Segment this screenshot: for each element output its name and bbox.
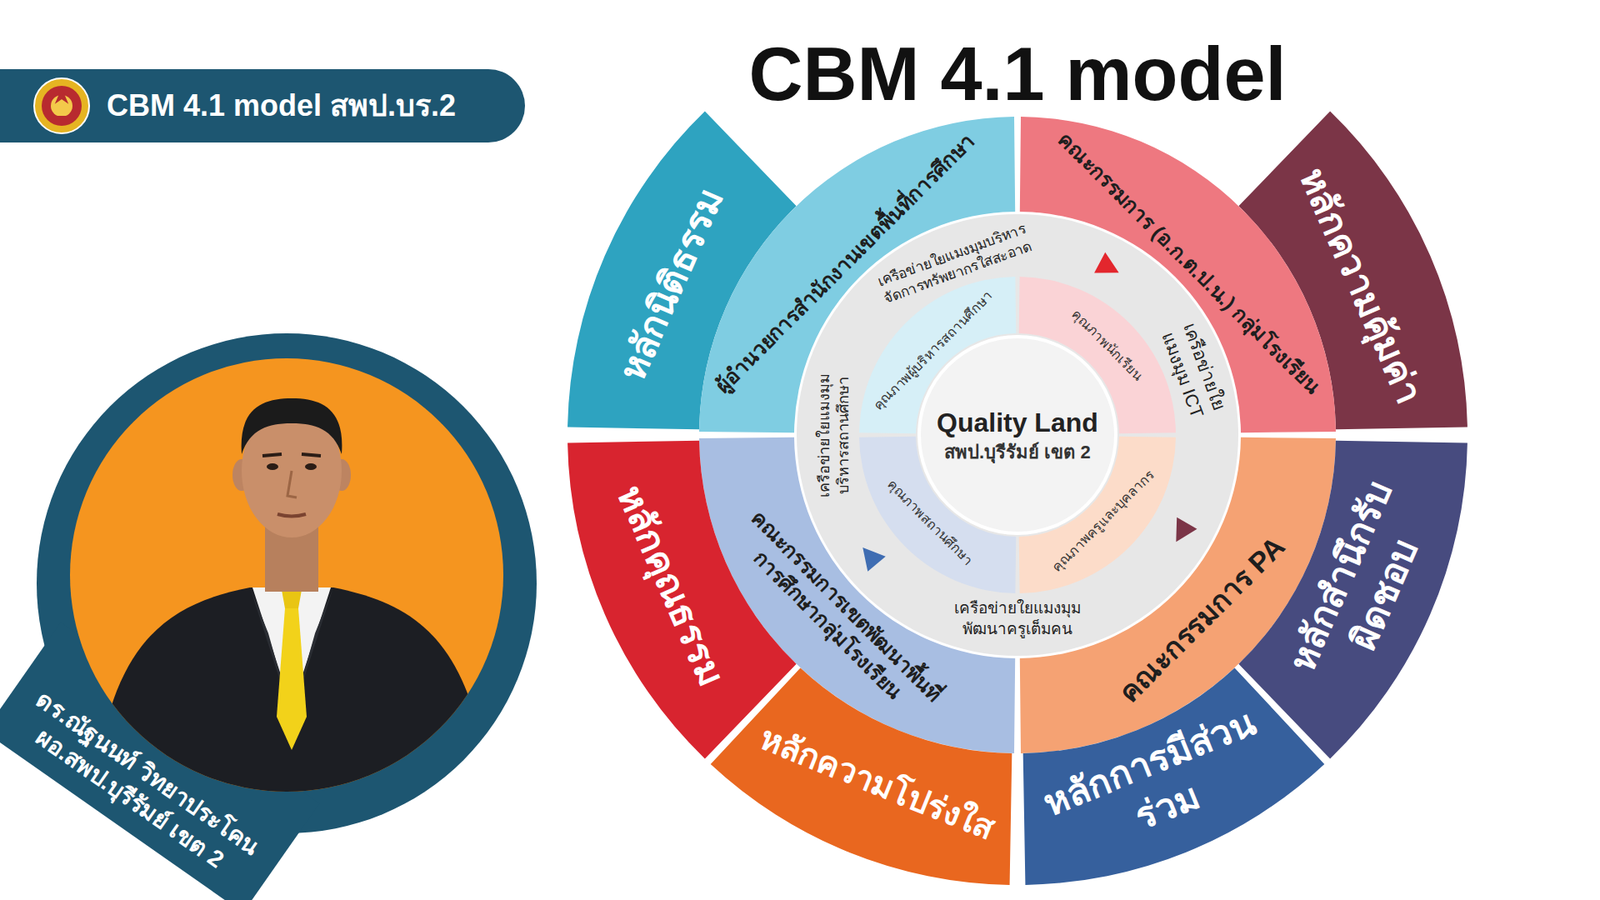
logo-inner <box>41 85 82 126</box>
direction-arrow <box>862 547 885 572</box>
center-text-group: Quality Landสพป.บุรีรัมย์ เขต 2 <box>936 405 1099 465</box>
network-disc <box>796 214 1239 656</box>
banner-text: CBM 4.1 model สพป.บร.2 <box>106 86 456 126</box>
center-circle <box>919 336 1116 534</box>
principle-sector <box>710 667 1013 885</box>
banner-text-holder: CBM 4.1 model สพป.บร.2 <box>106 86 456 126</box>
name-shape <box>0 316 550 900</box>
direction-arrow <box>1175 517 1197 543</box>
banner-pill-shape <box>0 69 525 143</box>
banner-pill: CBM 4.1 model สพป.บร.2 <box>0 69 525 143</box>
principle-segment: หลักความโปร่งใส <box>710 667 1013 885</box>
network-label: เครือข่ายใยแมงมุมบริหารสถานศึกษา <box>814 364 854 506</box>
center-title: Quality Land <box>936 405 1099 441</box>
mouth <box>277 514 306 517</box>
quality-sector <box>859 436 1016 594</box>
tie <box>276 608 307 750</box>
quality-sector <box>1019 436 1176 594</box>
logo-ring <box>34 78 90 134</box>
network-label-holder: เครือข่ายใยแมงมุมบริหารสถานศึกษา <box>814 364 854 506</box>
name-ribbon: ดร.ณัฐนนท์ วิทยาประโคน ผอ.สพป.บุรีรัมย์ … <box>0 316 550 900</box>
diagram-title-holder: CBM 4.1 model <box>749 31 1287 119</box>
eye <box>266 463 279 470</box>
nose <box>287 470 297 498</box>
tie-knot <box>281 590 302 609</box>
center-subtitle: สพป.บุรีรัมย์ เขต 2 <box>944 440 1091 465</box>
principle-sector <box>1023 667 1325 885</box>
center-disc: Quality Landสพป.บุรีรัมย์ เขต 2 <box>919 336 1116 534</box>
network-label-holder: เครือข่ายใยแมงมุมพัฒนาครูเต็มคน <box>949 598 1086 640</box>
direction-arrow <box>1094 252 1120 274</box>
brow <box>262 454 321 456</box>
principle-segment: หลักการมีส่วนร่วม <box>1022 667 1325 885</box>
network-label: เครือข่ายใยแมงมุมพัฒนาครูเต็มคน <box>949 598 1086 640</box>
diagram-title: CBM 4.1 model <box>749 31 1287 119</box>
logo-flame <box>51 90 72 117</box>
network-ring: คุณภาพผู้บริหารสถานศึกษาคุณภาพนักเรียนQu… <box>794 211 1241 659</box>
eye <box>305 463 317 470</box>
hair <box>241 398 343 455</box>
